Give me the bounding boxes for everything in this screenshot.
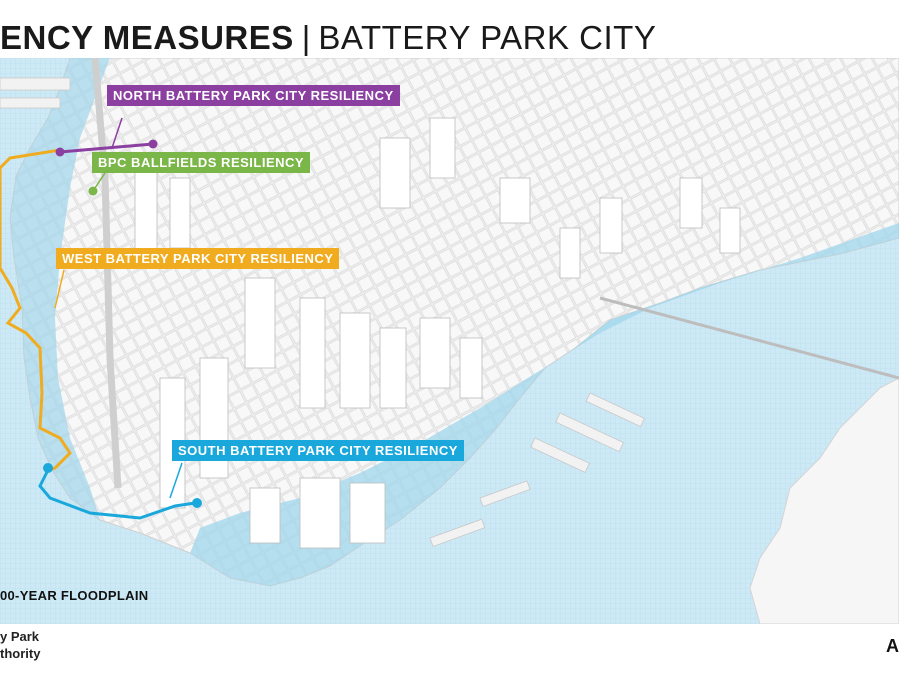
ballfields-leader [94, 172, 106, 189]
ballfields-dot [88, 186, 98, 196]
south-end-dot [192, 498, 202, 508]
buildings [134, 117, 741, 549]
page-title: ENCY MEASURES|BATTERY PARK CITY [0, 16, 899, 60]
north-leader [111, 117, 123, 149]
piers [0, 77, 645, 547]
north-resiliency-label: NORTH BATTERY PARK CITY RESILIENCY [107, 85, 400, 106]
partner-logo: A [886, 636, 899, 656]
org-line-1: y Park [0, 629, 40, 644]
title-bold: ENCY MEASURES [0, 19, 294, 56]
west-leader [54, 269, 65, 309]
south-leader [169, 462, 183, 499]
org-line-2: thority [0, 646, 41, 661]
title-light: BATTERY PARK CITY [318, 19, 657, 56]
ballfields-resiliency-label: BPC BALLFIELDS RESILIENCY [92, 152, 311, 173]
north-dot-west [55, 147, 65, 157]
north-dot-east [148, 139, 158, 149]
floodplain-legend: 00-YEAR FLOODPLAIN [0, 588, 149, 603]
title-separator: | [301, 19, 311, 56]
org-logo-text: y Park thority [0, 628, 40, 662]
floodplain-west [10, 58, 110, 520]
north-resiliency-line [59, 142, 154, 154]
south-start-dot [43, 463, 53, 473]
west-resiliency-line [0, 148, 72, 472]
south-resiliency-label: SOUTH BATTERY PARK CITY RESILIENCY [172, 440, 464, 461]
west-resiliency-label: WEST BATTERY PARK CITY RESILIENCY [56, 248, 340, 269]
brooklyn-bridge [599, 296, 899, 380]
south-resiliency-line [38, 469, 196, 520]
brooklyn-land [749, 377, 899, 624]
resiliency-map [0, 58, 899, 624]
